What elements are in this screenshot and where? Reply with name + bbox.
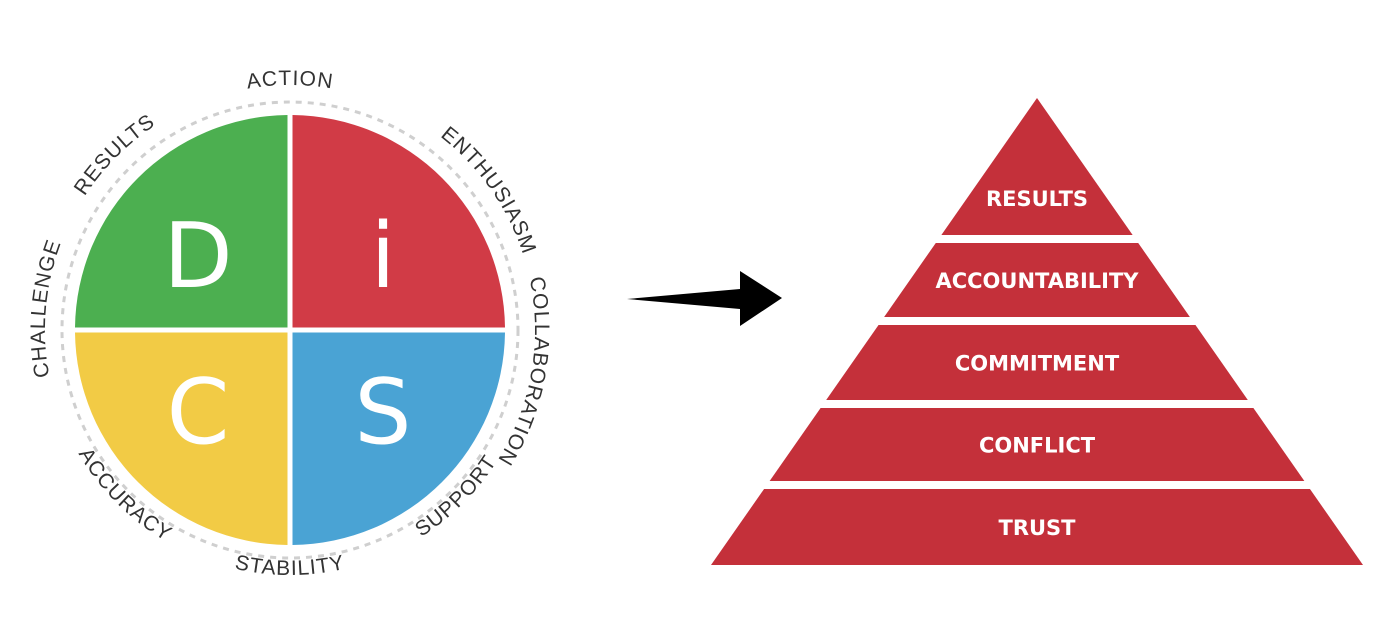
pyramid-tier-label-conflict: CONFLICT bbox=[979, 434, 1096, 458]
quadrant-d bbox=[75, 115, 288, 328]
quadrant-letter-d: D bbox=[163, 204, 232, 309]
arrow-right-icon bbox=[627, 271, 782, 326]
pyramid: RESULTS ACCOUNTABILITY COMMITMENT CONFLICT T… bbox=[711, 98, 1363, 565]
quadrant-letter-i: i bbox=[370, 204, 395, 309]
pyramid-tier-label-accountability: ACCOUNTABILITY bbox=[935, 269, 1139, 293]
quadrant-letter-c: C bbox=[167, 360, 230, 465]
quadrant-s bbox=[292, 332, 505, 545]
pyramid-tier-label-results: RESULTS bbox=[986, 187, 1088, 211]
disc-dashed-ring bbox=[60, 100, 520, 560]
pyramid-tier-accountability bbox=[884, 243, 1190, 317]
quadrant-letter-s: S bbox=[354, 360, 411, 465]
pyramid-tier-results bbox=[941, 98, 1133, 235]
pyramid-tier-conflict bbox=[769, 408, 1305, 481]
pyramid-tier-label-trust: TRUST bbox=[999, 516, 1077, 540]
pyramid-tier-commitment bbox=[826, 325, 1248, 400]
ring-label-stability: STABILITY bbox=[233, 551, 347, 580]
pyramid-tier-trust bbox=[711, 489, 1363, 565]
quadrant-i bbox=[292, 115, 505, 328]
ring-label-challenge: CHALLENGE bbox=[27, 236, 66, 379]
pyramid-tier-label-commitment: COMMITMENT bbox=[955, 352, 1120, 376]
ring-label-action: ACTION bbox=[245, 67, 335, 94]
quadrant-c bbox=[75, 332, 288, 545]
